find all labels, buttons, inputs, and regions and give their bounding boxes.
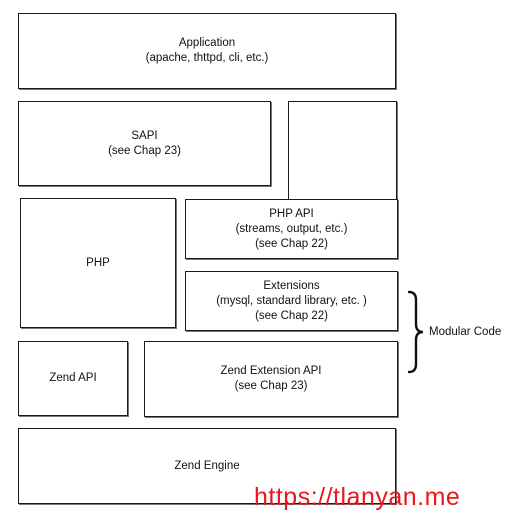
php-api-title: PHP API	[269, 207, 314, 220]
zend-api-label: Zend API	[49, 372, 97, 384]
zend-extension-api-box: Zend Extension API (see Chap 23)	[144, 341, 398, 417]
extensions-subtitle: (mysql, standard library, etc. )	[216, 294, 367, 307]
sapi-title: SAPI	[131, 129, 158, 142]
sapi-subtitle: (see Chap 23)	[108, 144, 181, 157]
zend-engine-box: Zend Engine	[18, 428, 396, 504]
empty-box	[288, 101, 397, 200]
zend-engine-label: Zend Engine	[174, 459, 240, 472]
php-api-reference: (see Chap 22)	[255, 237, 328, 250]
curly-brace-icon	[407, 290, 424, 374]
zend-extension-api-title: Zend Extension API	[220, 365, 322, 377]
zend-api-box: Zend API	[18, 341, 128, 416]
zend-extension-api-subtitle: (see Chap 23)	[234, 380, 308, 392]
application-box: Application (apache, thttpd, cli, etc.)	[18, 13, 396, 89]
php-api-box: PHP API (streams, output, etc.) (see Cha…	[185, 199, 398, 259]
sapi-box: SAPI (see Chap 23)	[18, 101, 271, 186]
extensions-title: Extensions	[263, 279, 320, 292]
php-api-subtitle: (streams, output, etc.)	[235, 222, 348, 235]
watermark-link[interactable]: https://tlanyan.me	[254, 483, 461, 511]
application-subtitle: (apache, thttpd, cli, etc.)	[145, 52, 269, 64]
php-box: PHP	[20, 198, 176, 328]
extensions-reference: (see Chap 22)	[255, 309, 328, 322]
php-label: PHP	[86, 256, 110, 269]
extensions-box: Extensions (mysql, standard library, etc…	[185, 271, 398, 331]
application-title: Application	[178, 37, 236, 49]
modular-code-label: Modular Code	[429, 326, 502, 338]
